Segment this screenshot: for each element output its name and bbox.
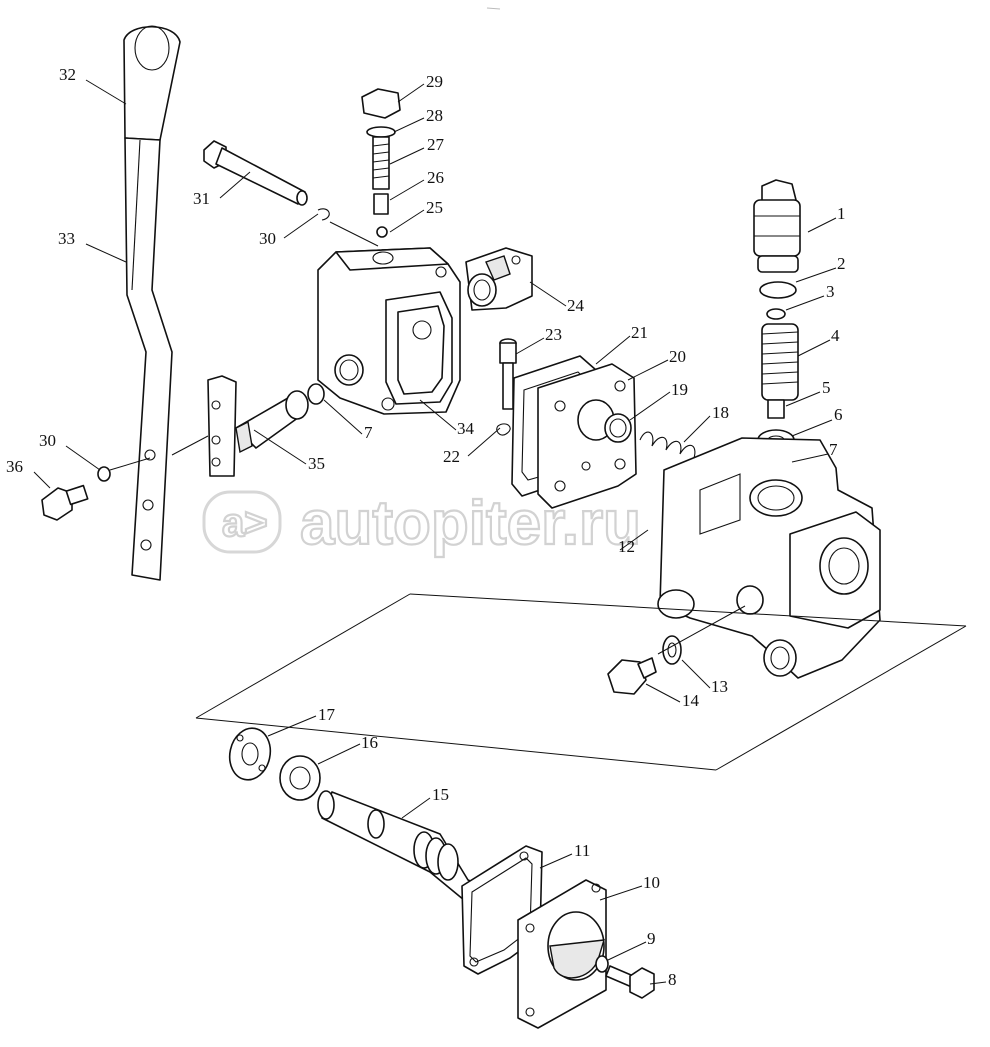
callout-label: 28 — [426, 106, 443, 125]
callout-label: 13 — [711, 677, 728, 696]
callout-label: 9 — [647, 929, 656, 948]
valve-body-12 — [657, 437, 881, 679]
seal-spring — [604, 413, 696, 459]
callout-label: 30 — [39, 431, 56, 450]
callout-label: 2 — [837, 254, 846, 273]
callout-label: 7 — [829, 440, 838, 459]
washers-16-17 — [228, 727, 321, 801]
callout-label: 27 — [427, 135, 445, 154]
watermark: a> autopiter.ru — [202, 488, 642, 559]
callout-label: 6 — [834, 405, 843, 424]
callout-label: 33 — [58, 229, 75, 248]
callout-label: 34 — [457, 419, 475, 438]
callout-label: 21 — [631, 323, 648, 342]
callout-label: 3 — [826, 282, 835, 301]
callout-label: 35 — [308, 454, 325, 473]
fork-block-24 — [465, 247, 533, 311]
bolt-36 — [41, 457, 151, 521]
valve-cartridge-stack — [753, 179, 801, 472]
callout-label: 12 — [618, 537, 635, 556]
callout-label: 1 — [837, 204, 846, 223]
shift-lever — [123, 25, 181, 581]
watermark-text: autopiter.ru — [300, 489, 641, 558]
svg-text:a>: a> — [222, 501, 268, 545]
bolt-14 — [607, 635, 682, 695]
end-cap-10 — [517, 879, 607, 1029]
callout-labels: 1234567789101112131415161718192021222324… — [6, 65, 846, 989]
callout-label: 5 — [822, 378, 831, 397]
callout-label: 16 — [361, 733, 378, 752]
callout-label: 17 — [318, 705, 336, 724]
callout-label: 36 — [6, 457, 23, 476]
callout-label: 30 — [259, 229, 276, 248]
bolt-31 — [203, 140, 330, 221]
callout-label: 8 — [668, 970, 677, 989]
callout-label: 14 — [682, 691, 700, 710]
pin-23 — [496, 338, 517, 436]
callout-label: 20 — [669, 347, 686, 366]
callout-label: 10 — [643, 873, 660, 892]
callout-label: 25 — [426, 198, 443, 217]
callout-label: 32 — [59, 65, 76, 84]
leader-lines — [33, 79, 837, 985]
callout-label: 18 — [712, 403, 729, 422]
callout-label: 11 — [574, 841, 590, 860]
callout-label: 26 — [427, 168, 444, 187]
callout-label: 4 — [831, 326, 840, 345]
valve-housing-34 — [317, 247, 461, 415]
adjust-screw-stack — [361, 88, 401, 238]
callout-label: 24 — [567, 296, 585, 315]
callout-label: 15 — [432, 785, 449, 804]
callout-label: 31 — [193, 189, 210, 208]
o-ring-7-left — [307, 383, 325, 405]
bolt-8 — [595, 955, 655, 999]
assembly-guide-lines — [195, 593, 967, 771]
callout-label: 29 — [426, 72, 443, 91]
callout-label: 7 — [364, 423, 373, 442]
bracket-35 — [171, 375, 309, 477]
callout-label: 22 — [443, 447, 460, 466]
callout-label: 23 — [545, 325, 562, 344]
callout-label: 19 — [671, 380, 688, 399]
